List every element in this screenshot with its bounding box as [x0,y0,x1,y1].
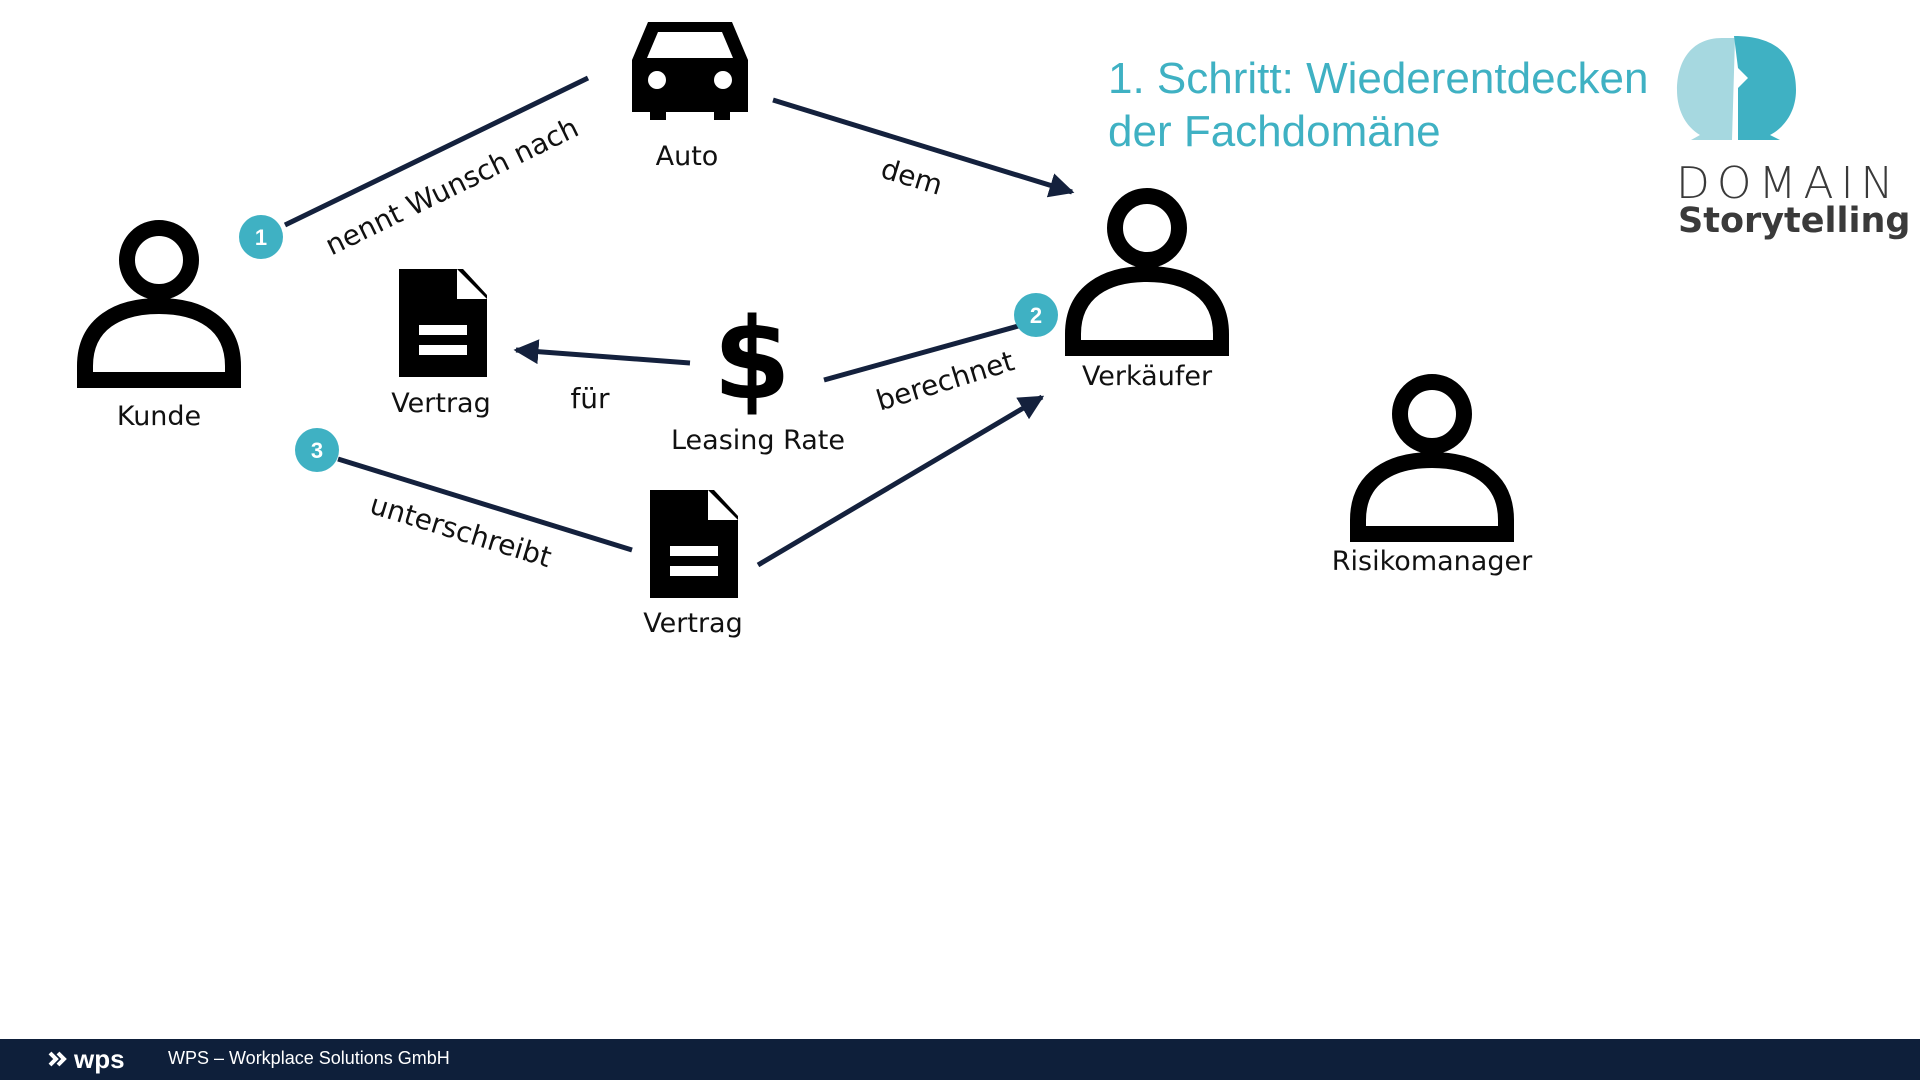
step-badge-3: 3 [295,428,339,472]
line-kunde-to-vertrag [337,456,633,553]
activity-unterschreibt: unterschreibt [366,488,555,574]
wps-logo: wps [48,1044,125,1074]
document-icon [650,490,738,598]
person-icon [85,228,233,380]
actor-verkaeufer [1073,196,1221,348]
activity-fuer: für [570,382,610,415]
connections [283,75,1075,568]
work-object-auto-label: Auto [656,141,719,172]
work-object-leasing-rate-label: Leasing Rate [671,425,845,456]
arrow-vertrag-to-verkaeufer [756,394,1045,568]
logo-word-storytelling: Storytelling [1678,201,1911,241]
activity-berechnet: berechnet [872,344,1018,417]
car-icon [632,22,748,120]
actor-risikomanager-label: Risikomanager [1332,546,1533,577]
arrow-rate-to-vertrag [513,339,691,366]
domain-storytelling-logo-icon [1677,36,1796,140]
slide-title: 1. Schritt: Wiederentdecken der Fachdomä… [1108,52,1708,158]
work-object-vertrag-2-label: Vertrag [643,608,742,639]
actor-kunde-label: Kunde [117,401,201,432]
activity-dem: dem [877,152,946,202]
person-icon [1358,382,1506,534]
actor-risikomanager [1358,382,1506,534]
step-number-3: 3 [311,438,323,463]
line-verkaeufer-to-rate [823,322,1023,383]
document-icon [399,269,487,377]
logo-word-domain: DOMAIN [1676,158,1901,209]
footer-company: WPS – Workplace Solutions GmbH [168,1048,450,1068]
svg-text:$: $ [713,295,791,425]
wps-brand-text: wps [73,1044,125,1074]
title-line-1: 1. Schritt: Wiederentdecken [1108,54,1649,103]
arrow-auto-to-verkaeufer [772,97,1075,198]
person-icon [1073,196,1221,348]
actor-verkaeufer-label: Verkäufer [1082,361,1213,392]
step-number-1: 1 [255,225,267,250]
actor-kunde [85,228,233,380]
step-badge-2: 2 [1014,293,1058,337]
footer-bar: wps WPS – Workplace Solutions GmbH [0,1039,1920,1080]
line-kunde-to-auto [283,75,590,228]
title-line-2: der Fachdomäne [1108,107,1441,156]
step-badge-1: 1 [239,215,283,259]
work-object-vertrag-1-label: Vertrag [391,388,490,419]
step-number-2: 2 [1030,303,1042,328]
dollar-icon: $ [713,295,791,425]
